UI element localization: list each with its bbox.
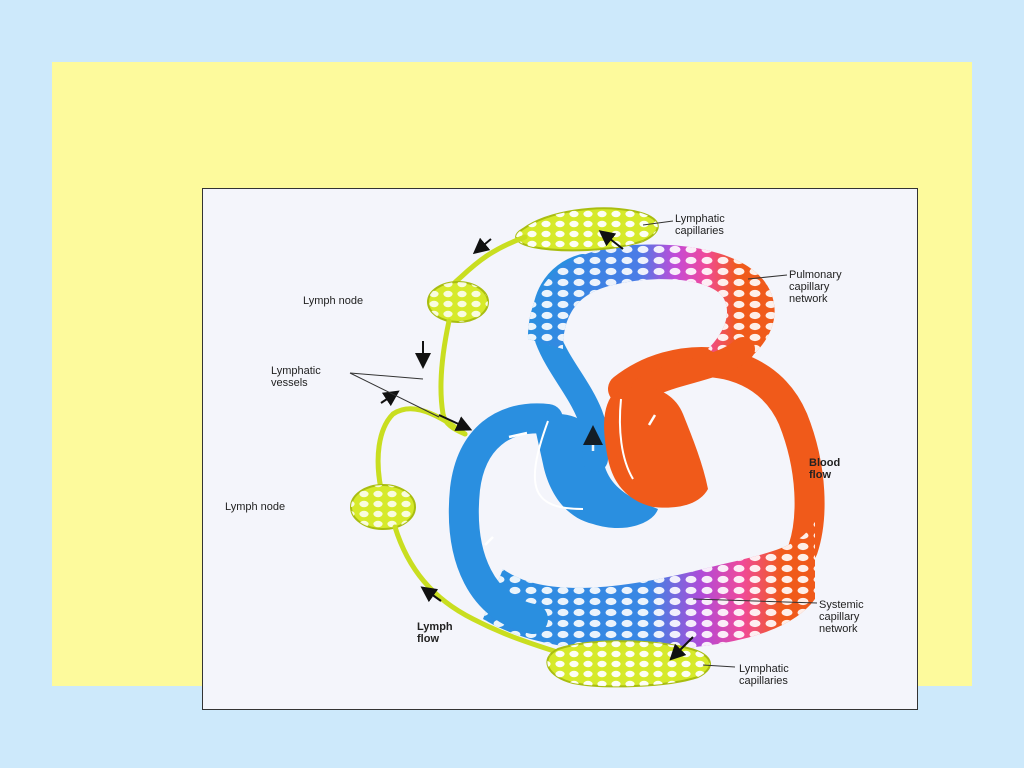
leader-lines <box>349 220 818 668</box>
systemic-capillary-bed <box>483 519 815 651</box>
pulmonary-capillary-bed <box>528 244 775 367</box>
diagram-figure: Lymphatic capillaries Pulmonary capillar… <box>202 188 918 710</box>
systemic-vein <box>448 403 563 634</box>
label-lymph-node-top: Lymph node <box>303 295 364 307</box>
circulation-diagram <box>349 207 825 688</box>
label-lymph-node-bottom: Lymph node <box>225 501 286 513</box>
slide-panel: Lymphatic capillaries Pulmonary capillar… <box>52 62 972 710</box>
label-lymphatic-vessels: Lymphatic vessels <box>271 365 321 389</box>
flow-arrows <box>380 230 694 661</box>
label-lymphatic-capillaries-top: Lymphatic capillaries <box>675 213 725 237</box>
left-heart <box>604 386 708 508</box>
lymphatic-system <box>350 207 711 688</box>
label-lymph-flow: Lymph flow <box>417 621 453 645</box>
pulmonary-vein <box>631 337 755 401</box>
label-blood-flow: Blood flow <box>809 457 841 481</box>
label-systemic-capillary-network: Systemic capillary network <box>819 599 864 635</box>
label-lymphatic-capillaries-bottom: Lymphatic capillaries <box>739 663 789 687</box>
label-pulmonary-capillary-network: Pulmonary capillary network <box>789 269 842 305</box>
